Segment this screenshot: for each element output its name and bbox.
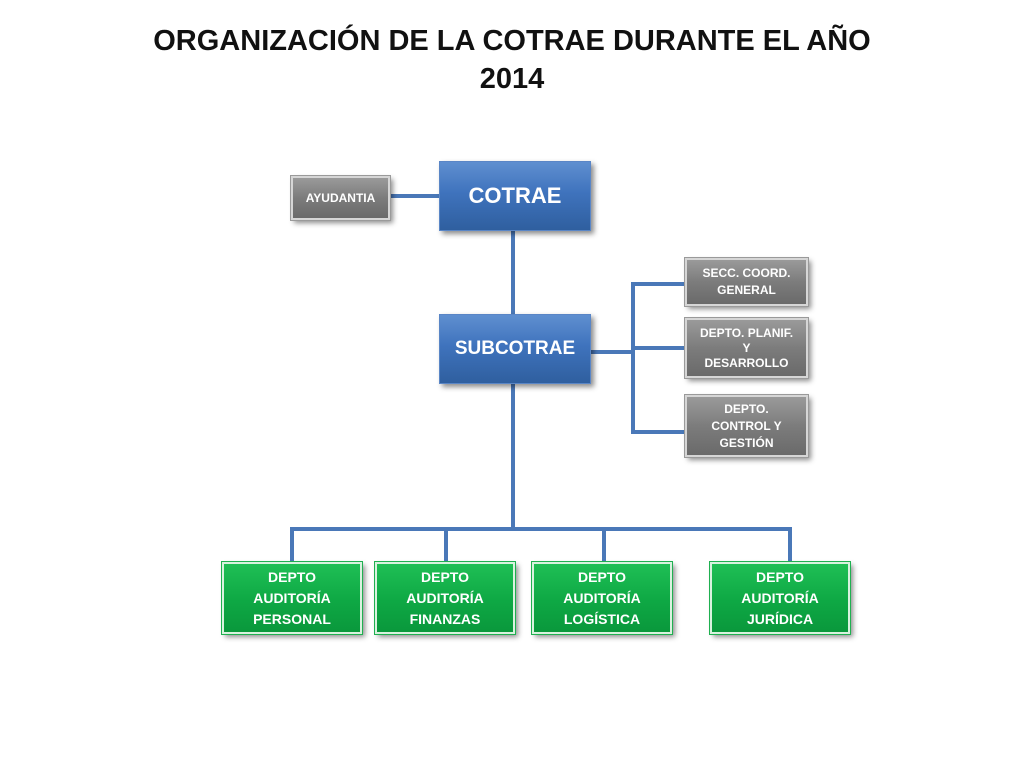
auditoria-finanzas-label: DEPTO AUDITORÍA FINANZAS: [406, 568, 484, 627]
secc-coord-general-box: SECC. COORD. GENERAL: [684, 257, 809, 307]
auditoria-juridica-label: DEPTO AUDITORÍA JURÍDICA: [741, 568, 819, 627]
page-title: ORGANIZACIÓN DE LA COTRAE DURANTE EL AÑO…: [0, 22, 1024, 98]
subcotrae-box: SUBCOTRAE: [439, 314, 591, 384]
auditoria-logistica-label: DEPTO AUDITORÍA LOGÍSTICA: [563, 568, 641, 627]
subcotrae-label: SUBCOTRAE: [454, 338, 576, 359]
title-line-1: ORGANIZACIÓN DE LA COTRAE DURANTE EL AÑO: [153, 25, 871, 57]
ayudantia-box: AYUDANTIA: [290, 175, 391, 221]
secc-coord-general-label: SECC. COORD. GENERAL: [702, 266, 791, 297]
depto-planif-box: DEPTO. PLANIF. Y DESARROLLO: [684, 317, 809, 379]
auditoria-juridica-box: DEPTO AUDITORÍA JURÍDICA: [709, 561, 851, 635]
auditoria-finanzas-box: DEPTO AUDITORÍA FINANZAS: [374, 561, 516, 635]
depto-planif-label: DEPTO. PLANIF. Y DESARROLLO: [699, 325, 794, 370]
depto-control-box: DEPTO. CONTROL Y GESTIÓN: [684, 394, 809, 458]
auditoria-logistica-box: DEPTO AUDITORÍA LOGÍSTICA: [531, 561, 673, 635]
depto-control-label: DEPTO. CONTROL Y GESTIÓN: [711, 401, 782, 450]
auditoria-personal-box: DEPTO AUDITORÍA PERSONAL: [221, 561, 363, 635]
ayudantia-label: AYUDANTIA: [305, 191, 376, 205]
cotrae-box: COTRAE: [439, 161, 591, 231]
title-line-2: 2014: [479, 63, 545, 95]
auditoria-personal-label: DEPTO AUDITORÍA PERSONAL: [253, 568, 331, 627]
cotrae-label: COTRAE: [468, 183, 562, 208]
